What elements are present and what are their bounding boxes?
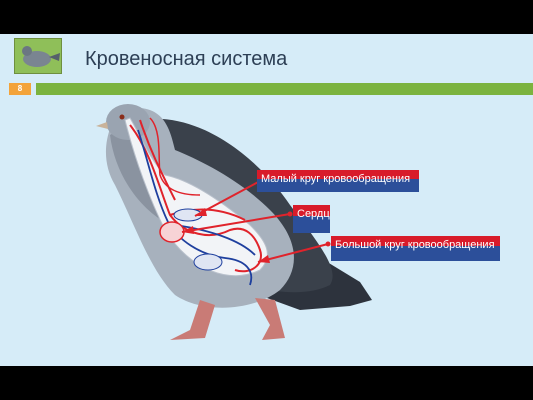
slide-number: 8 xyxy=(9,83,31,95)
label-heart: Сердце xyxy=(293,205,330,233)
arrow-small-circle xyxy=(194,179,263,217)
pigeon-eye xyxy=(119,114,125,120)
kidney-organ xyxy=(193,253,223,271)
pigeon-leg-front xyxy=(170,300,215,340)
arrow-heart xyxy=(181,213,291,233)
pigeon-leg-back xyxy=(255,298,285,340)
artery-lines-2 xyxy=(149,117,201,196)
label-small-circle: Малый круг кровообращения xyxy=(257,170,419,192)
vein-lines xyxy=(137,129,256,286)
accent-bar xyxy=(36,83,533,95)
heart-organ xyxy=(159,221,185,243)
pigeon-beak xyxy=(96,122,108,129)
slide-title: Кровеносная система xyxy=(85,48,288,70)
pigeon-thumbnail-icon xyxy=(14,38,62,74)
arrow-big-circle xyxy=(257,243,329,263)
label-big-circle: Большой круг кровообращения xyxy=(331,236,500,261)
